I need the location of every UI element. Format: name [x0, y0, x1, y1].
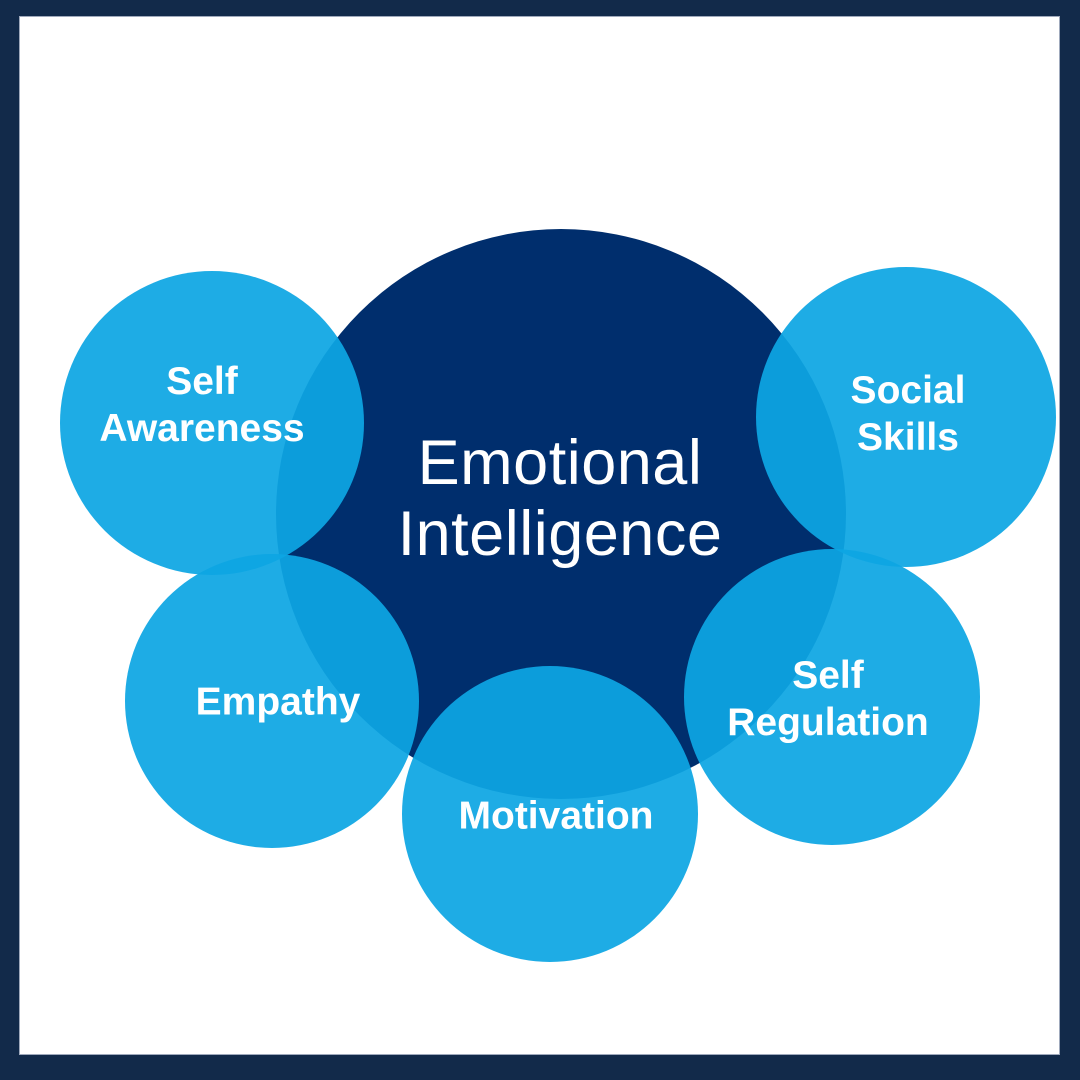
label-self-awareness-line1: Self	[166, 360, 238, 403]
label-self-regulation-line1: Self	[792, 654, 864, 697]
center-title-line1: Emotional	[417, 428, 703, 498]
diagram-background: Emotional Intelligence Self Awareness So…	[19, 16, 1060, 1055]
label-empathy-line1: Empathy	[195, 680, 361, 724]
label-social-skills-line1: Social	[850, 369, 966, 412]
label-self-regulation: Self Regulation	[727, 652, 929, 746]
circle-social-skills	[756, 267, 1056, 567]
circle-self-awareness	[60, 271, 364, 575]
label-empathy: Empathy	[196, 679, 361, 726]
circle-empathy	[125, 554, 419, 848]
label-self-awareness-line2: Awareness	[99, 407, 305, 450]
label-motivation-line1: Motivation	[458, 794, 654, 838]
label-self-regulation-line2: Regulation	[727, 701, 929, 744]
label-social-skills: Social Skills	[851, 367, 966, 461]
circle-motivation	[402, 666, 698, 962]
center-title-line2: Intelligence	[397, 499, 723, 569]
label-self-awareness: Self Awareness	[99, 358, 304, 452]
center-title: Emotional Intelligence	[398, 428, 723, 570]
circle-self-regulation	[684, 549, 980, 845]
label-motivation: Motivation	[459, 793, 654, 840]
label-social-skills-line2: Skills	[857, 416, 959, 459]
